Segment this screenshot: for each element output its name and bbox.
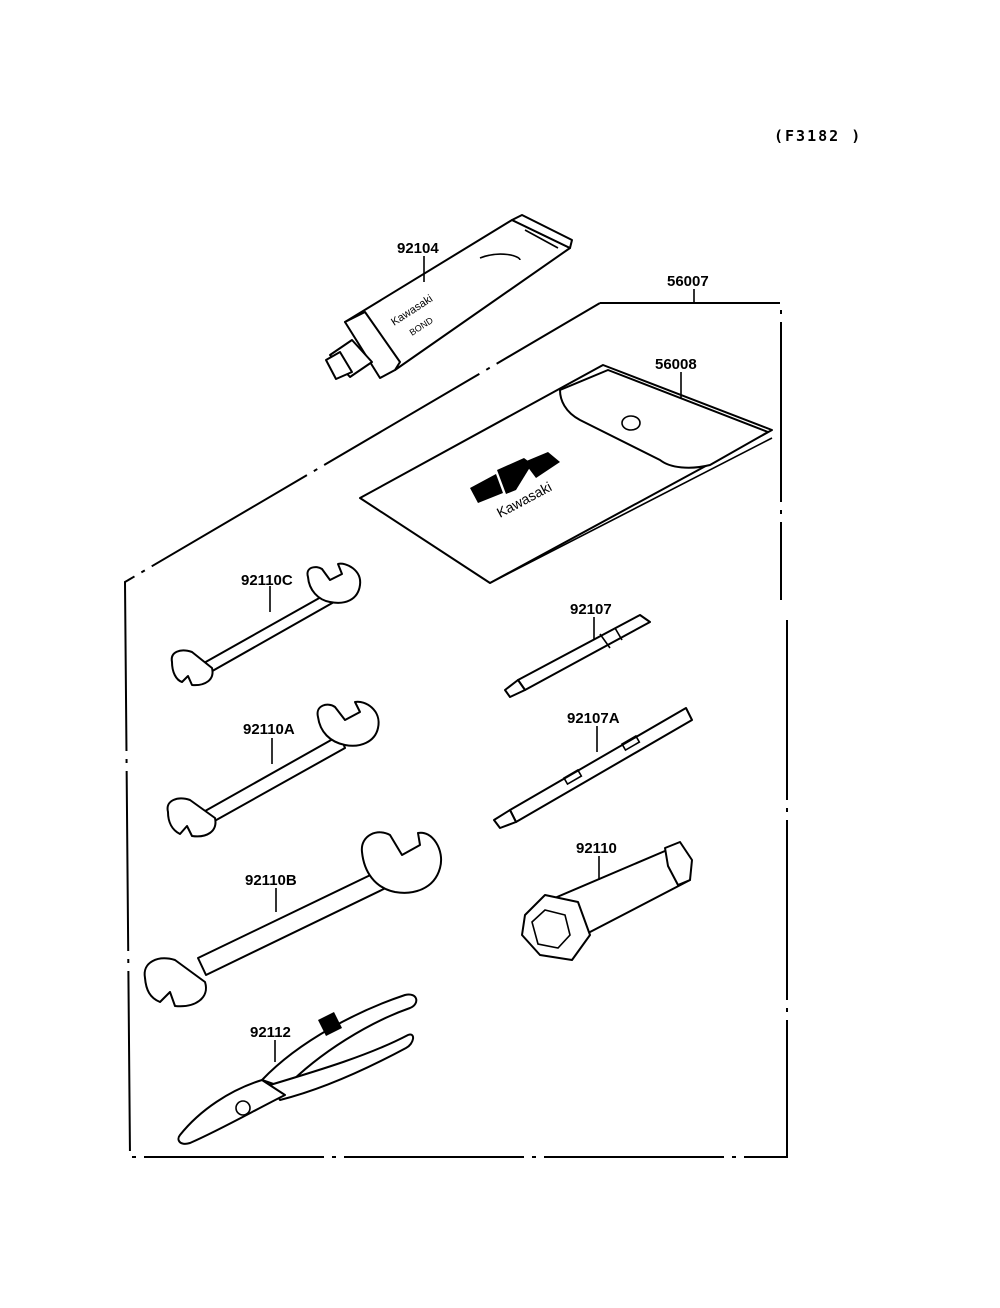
screwdriver-bit-92107 (504, 614, 651, 698)
bond-tube: Kawasaki BOND (325, 214, 573, 380)
label-56007: 56007 (667, 273, 709, 290)
label-92104: 92104 (397, 240, 439, 257)
label-92107: 92107 (570, 601, 612, 618)
kit-boundary (123, 302, 788, 1158)
screwdriver-bit-92107a (493, 707, 693, 829)
box-wrench-92110 (521, 841, 693, 961)
diagram-code: (F3182 ) (774, 127, 862, 145)
label-92110b: 92110B (245, 872, 297, 889)
label-92110: 92110 (576, 840, 617, 857)
label-92110a: 92110A (243, 721, 295, 738)
pliers-92112 (177, 993, 418, 1145)
wrench-92110c (170, 562, 362, 687)
label-56008: 56008 (655, 356, 697, 373)
label-92107a: 92107A (567, 710, 620, 727)
wrench-92110a (166, 700, 380, 838)
wrench-92110b (143, 831, 443, 1008)
label-92110c: 92110C (241, 572, 293, 589)
tool-bag: Kawasaki (359, 364, 773, 584)
label-92112: 92112 (250, 1024, 291, 1041)
